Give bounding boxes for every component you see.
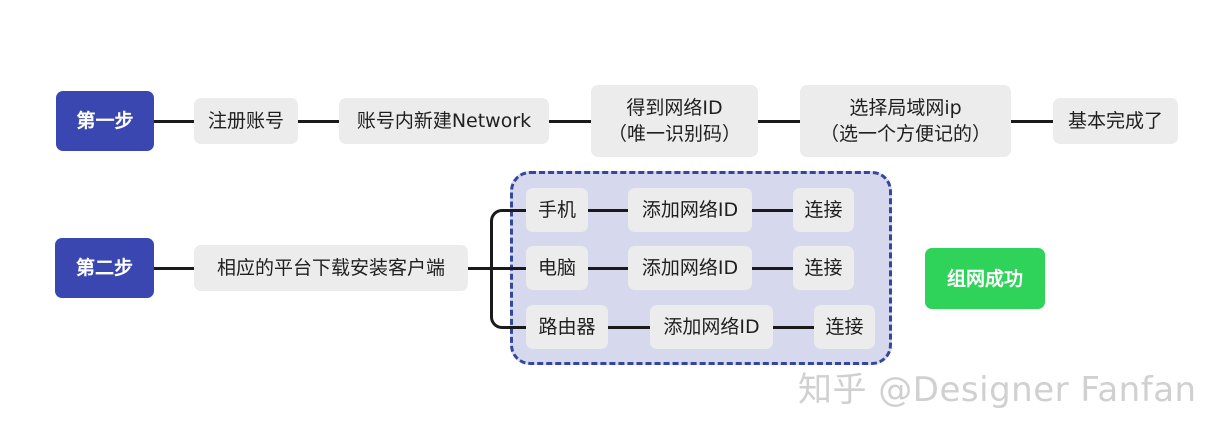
connector — [752, 209, 793, 212]
create-network-node: 账号内新建Network — [339, 98, 549, 144]
connector — [298, 120, 339, 123]
connector — [588, 209, 628, 212]
get-network-id-node: 得到网络ID （唯一识别码） — [591, 85, 758, 157]
connector — [490, 267, 526, 270]
connector — [468, 267, 492, 270]
step-two-node: 第二步 — [55, 238, 154, 298]
add-network-id-node: 添加网络ID — [650, 305, 773, 349]
basically-done-node: 基本完成了 — [1053, 98, 1178, 144]
connect-node: 连接 — [793, 246, 854, 290]
connector — [608, 326, 650, 329]
connector — [1011, 120, 1053, 123]
connector — [549, 120, 591, 123]
step-one-node: 第一步 — [56, 91, 154, 151]
add-network-id-node: 添加网络ID — [628, 246, 752, 290]
connector — [588, 267, 628, 270]
connect-node: 连接 — [814, 305, 875, 349]
connector — [758, 120, 800, 123]
network-success-node: 组网成功 — [925, 248, 1045, 309]
device-phone-node: 手机 — [526, 188, 588, 232]
choose-lan-ip-node: 选择局域网ip （选一个方便记的） — [800, 85, 1011, 157]
connector — [153, 267, 194, 270]
connect-node: 连接 — [793, 188, 854, 232]
register-account-node: 注册账号 — [194, 98, 298, 144]
add-network-id-node: 添加网络ID — [628, 188, 752, 232]
connector — [773, 326, 814, 329]
device-router-node: 路由器 — [526, 305, 608, 349]
device-computer-node: 电脑 — [526, 246, 588, 290]
connector — [752, 267, 793, 270]
watermark: 知乎 @Designer Fanfan — [798, 370, 1197, 410]
install-client-node: 相应的平台下载安装客户端 — [194, 245, 468, 291]
connector — [153, 120, 194, 123]
